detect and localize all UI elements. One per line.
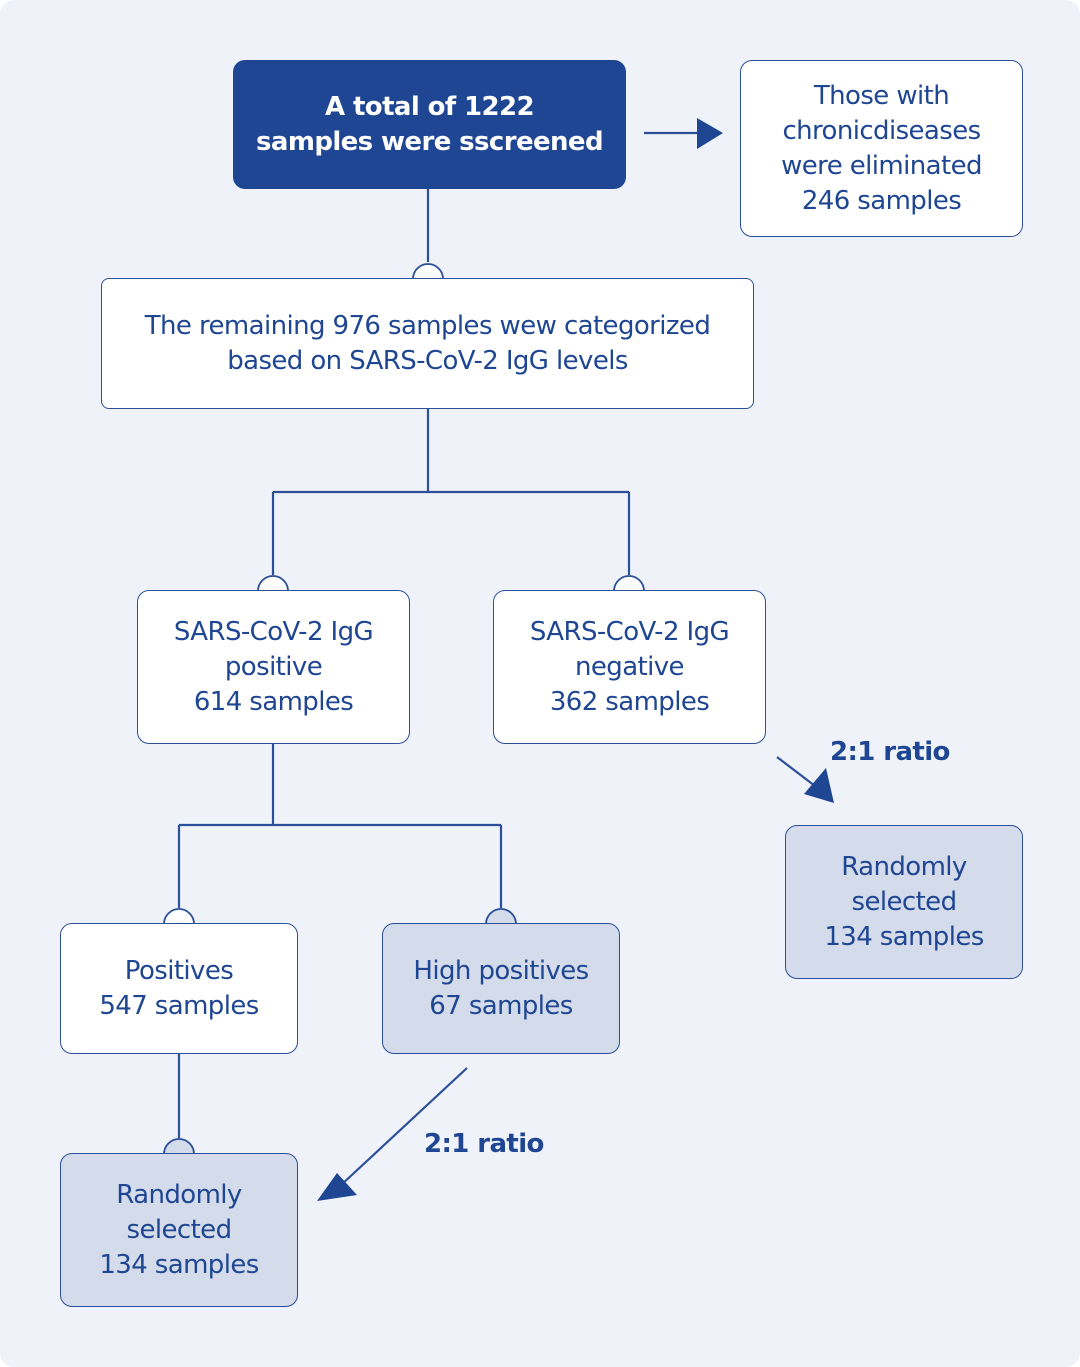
node-remaining-line-1: The remaining 976 samples wew categorize… <box>144 310 711 341</box>
node-eliminated-line-2: chronicdiseases <box>782 115 981 146</box>
arrow-negative-shaft <box>776 756 816 787</box>
node-eliminated: Those with chronicdiseases were eliminat… <box>740 60 1023 237</box>
node-positives-line-1: Positives <box>124 955 234 986</box>
node-remaining: The remaining 976 samples wew categorize… <box>101 278 754 409</box>
knob-negative <box>613 575 645 592</box>
node-high-positives-line-1: High positives <box>413 955 589 986</box>
node-random-negative: Randomly selected 134 samples <box>785 825 1023 979</box>
node-igg-positive: SARS-CoV-2 IgG positive 614 samples <box>137 590 410 744</box>
node-eliminated-line-3: were eliminated <box>781 150 982 181</box>
node-eliminated-line-4: 246 samples <box>801 185 962 216</box>
node-high-positives-line-2: 67 samples <box>429 990 573 1021</box>
knob-positive <box>257 575 289 592</box>
node-eliminated-line-1: Those with <box>813 80 950 111</box>
node-random-positive: Randomly selected 134 samples <box>60 1153 298 1307</box>
ratio-label-positive: 2:1 ratio <box>424 1129 544 1159</box>
node-screened-line-1: A total of 1222 <box>325 91 535 122</box>
node-random-negative-line-1: Randomly <box>841 851 967 882</box>
node-igg-negative-line-2: negative <box>575 651 685 682</box>
node-screened-line-2: samples were sscreened <box>256 126 604 157</box>
arrowhead-eliminated <box>697 118 723 149</box>
node-igg-positive-line-2: positive <box>224 651 323 682</box>
node-remaining-line-2: based on SARS-CoV-2 IgG levels <box>227 345 628 376</box>
node-high-positives: High positives 67 samples <box>382 923 620 1054</box>
node-random-negative-line-3: 134 samples <box>824 921 984 952</box>
knob-positives <box>163 908 195 925</box>
node-random-positive-line-3: 134 samples <box>99 1249 259 1280</box>
node-positives: Positives 547 samples <box>60 923 298 1054</box>
knob-remaining <box>412 263 444 280</box>
arrow-high-positive-shaft <box>339 1067 468 1187</box>
node-igg-negative-line-1: SARS-CoV-2 IgG <box>529 616 730 647</box>
arrowhead-high-positive <box>317 1173 357 1201</box>
node-igg-positive-line-1: SARS-CoV-2 IgG <box>173 616 374 647</box>
node-igg-negative: SARS-CoV-2 IgG negative 362 samples <box>493 590 766 744</box>
knob-random-positive <box>163 1138 195 1155</box>
node-random-negative-line-2: selected <box>851 886 958 917</box>
node-igg-negative-line-3: 362 samples <box>549 686 710 717</box>
node-random-positive-line-2: selected <box>126 1214 233 1245</box>
ratio-label-negative: 2:1 ratio <box>830 737 950 767</box>
node-random-positive-line-1: Randomly <box>116 1179 242 1210</box>
arrowhead-negative <box>804 768 834 803</box>
node-positives-line-2: 547 samples <box>99 990 259 1021</box>
node-screened: A total of 1222 samples were sscreened <box>233 60 626 189</box>
node-igg-positive-line-3: 614 samples <box>193 686 354 717</box>
knob-high-positives <box>485 908 517 925</box>
